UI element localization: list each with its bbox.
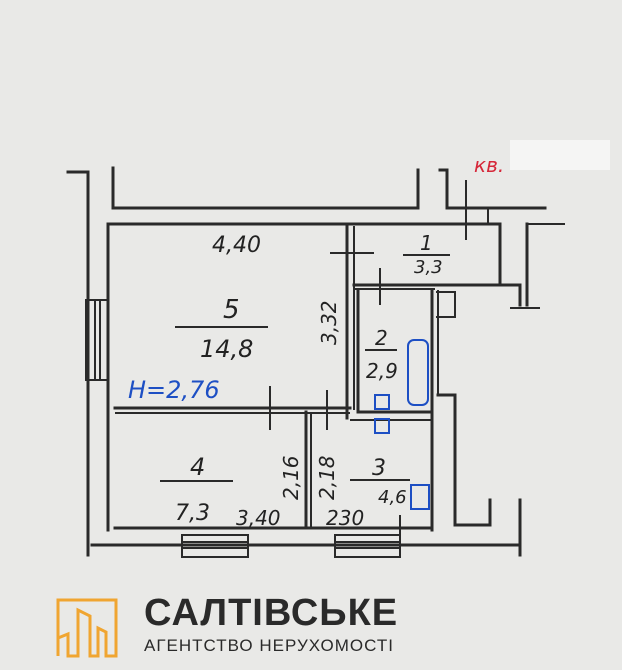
walls [66,166,565,557]
room5-depth: 3,32 [317,300,341,345]
room4-width: 3,40 [236,506,281,530]
room3-depth: 2,18 [315,455,339,500]
agency-tagline: АГЕНТСТВО НЕРУХОМОСТІ [144,636,394,655]
stove-icon [410,484,430,510]
room5-area: 14,8 [200,335,253,363]
ceiling-height: H=2,76 [128,376,220,404]
windows [85,299,401,558]
fixtures [374,339,430,510]
apartment-mark: кв. [474,153,504,177]
agency-name: САЛТІВСЬКЕ [144,592,399,634]
toilet-icon [374,394,390,410]
room3-width: 230 [326,506,364,530]
room3-number: 3 [372,456,386,481]
bathtub-icon [407,339,429,406]
room5-width: 4,40 [212,233,261,258]
room5-number: 5 [223,295,240,325]
agency-logo-icon [56,598,118,658]
room4-depth: 2,16 [279,455,303,500]
redacted-patch [510,140,610,170]
room2-number: 2 [375,326,388,350]
fraction-lines [160,254,450,482]
room4-number: 4 [190,453,205,481]
room1-number: 1 [420,231,433,255]
room3-area: 4,6 [378,487,407,508]
room1-area: 3,3 [414,257,443,278]
room2-area: 2,9 [366,359,398,383]
room4-area: 7,3 [175,501,210,526]
